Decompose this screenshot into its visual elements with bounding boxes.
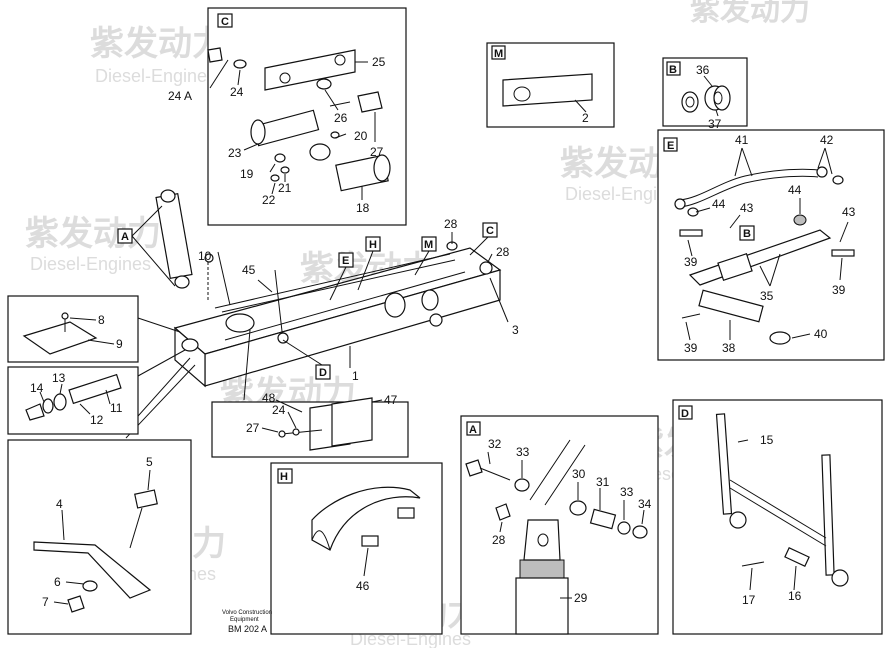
main-assembly: A E H M C D 10 45 28 28 3 1 — [117, 189, 519, 439]
label-25: 25 — [372, 55, 386, 69]
label-7: 7 — [42, 595, 49, 609]
watermark-brand: 紫发动力 — [25, 215, 161, 253]
label-27: 27 — [370, 145, 384, 159]
label-45: 45 — [242, 263, 256, 277]
footer-drawing-code: BM 202 A — [228, 624, 267, 634]
callout-letter-c: C — [221, 16, 229, 28]
label-44: 44 — [712, 197, 726, 211]
label-13: 13 — [52, 371, 66, 385]
watermark-sub: Diesel-Engines — [565, 184, 686, 204]
detail-box-m: M 2 — [486, 42, 615, 128]
watermark-brand: 紫发动力 — [690, 0, 810, 27]
callout-letter-m: M — [424, 239, 433, 251]
label-33: 33 — [516, 445, 530, 459]
label-10: 10 — [198, 249, 212, 263]
label-4: 4 — [56, 497, 63, 511]
label-36: 36 — [696, 63, 710, 77]
watermark-sub: Diesel-Engines — [95, 66, 216, 86]
label-43: 43 — [740, 201, 754, 215]
label-15: 15 — [760, 433, 774, 447]
detail-box-d: D 15 17 16 — [672, 399, 883, 635]
label-6: 6 — [54, 575, 61, 589]
callout-letter-h: H — [280, 471, 288, 483]
detail-box-b-small: B 36 37 — [662, 57, 748, 131]
label-23: 23 — [228, 146, 242, 160]
label-21: 21 — [278, 181, 292, 195]
label-5: 5 — [146, 455, 153, 469]
callout-letter-d: D — [681, 408, 689, 420]
label-17: 17 — [742, 593, 756, 607]
label-11: 11 — [110, 401, 123, 415]
callout-letter-b: B — [669, 64, 677, 76]
label-39: 39 — [684, 255, 698, 269]
label-33: 33 — [620, 485, 634, 499]
label-40: 40 — [814, 327, 828, 341]
label-24a: 24 A — [168, 89, 192, 103]
label-24: 24 — [230, 85, 244, 99]
label-28: 28 — [492, 533, 506, 547]
label-35: 35 — [760, 289, 774, 303]
label-29: 29 — [574, 591, 588, 605]
label-42: 42 — [820, 133, 834, 147]
label-38: 38 — [722, 341, 736, 355]
label-48: 48 — [262, 391, 276, 405]
footer-company: Volvo Construction — [222, 610, 272, 616]
label-24: 24 — [272, 403, 286, 417]
label-8: 8 — [98, 313, 105, 327]
label-30: 30 — [572, 467, 586, 481]
label-12: 12 — [90, 413, 104, 427]
detail-box-c: C 25 24 A — [168, 7, 407, 226]
label-18: 18 — [356, 201, 370, 215]
detail-box-47-48: 47 48 24 27 — [211, 391, 409, 458]
detail-box-8-9: 8 9 — [7, 295, 139, 363]
detail-box-a: A 32 33 30 31 33 34 28 29 — [460, 415, 659, 635]
label-44: 44 — [788, 183, 802, 197]
label-2: 2 — [582, 111, 589, 125]
callout-letter-a: A — [121, 231, 129, 243]
callout-letter-c: C — [486, 225, 494, 237]
label-20: 20 — [354, 129, 368, 143]
label-19: 19 — [240, 167, 254, 181]
label-31: 31 — [596, 475, 610, 489]
label-39: 39 — [684, 341, 698, 355]
detail-box-4-7: 5 4 6 7 — [7, 439, 192, 635]
footer-company-sub: Equipment — [230, 617, 259, 623]
callout-letter-h: H — [369, 239, 377, 251]
callout-letter-e: E — [667, 140, 674, 152]
callout-letter-d: D — [319, 367, 327, 379]
callout-letter-m: M — [494, 48, 503, 60]
label-16: 16 — [788, 589, 802, 603]
label-28: 28 — [444, 217, 458, 231]
callout-letter-e: E — [342, 255, 349, 267]
label-14: 14 — [30, 381, 44, 395]
detail-box-h: H 46 — [270, 462, 443, 635]
label-32: 32 — [488, 437, 502, 451]
label-41: 41 — [735, 133, 749, 147]
label-22: 22 — [262, 193, 276, 207]
label-1: 1 — [352, 369, 359, 383]
label-39: 39 — [832, 283, 846, 297]
callout-letter-b: B — [743, 228, 751, 240]
label-43: 43 — [842, 205, 856, 219]
label-27: 27 — [246, 421, 260, 435]
label-9: 9 — [116, 337, 123, 351]
label-34: 34 — [638, 497, 652, 511]
label-3: 3 — [512, 323, 519, 337]
watermark-brand: 紫发动力 — [90, 25, 226, 63]
label-26: 26 — [334, 111, 348, 125]
label-28: 28 — [496, 245, 510, 259]
label-46: 46 — [356, 579, 370, 593]
watermark-sub: Diesel-Engines — [30, 254, 151, 274]
footer: Volvo Construction Equipment BM 202 A — [222, 610, 272, 634]
detail-box-e: E B 41 42 44 44 — [657, 129, 885, 361]
label-47: 47 — [384, 393, 398, 407]
label-37: 37 — [708, 117, 722, 131]
callout-letter-a: A — [469, 424, 477, 436]
detail-box-11-14: 14 13 11 12 — [7, 366, 139, 435]
